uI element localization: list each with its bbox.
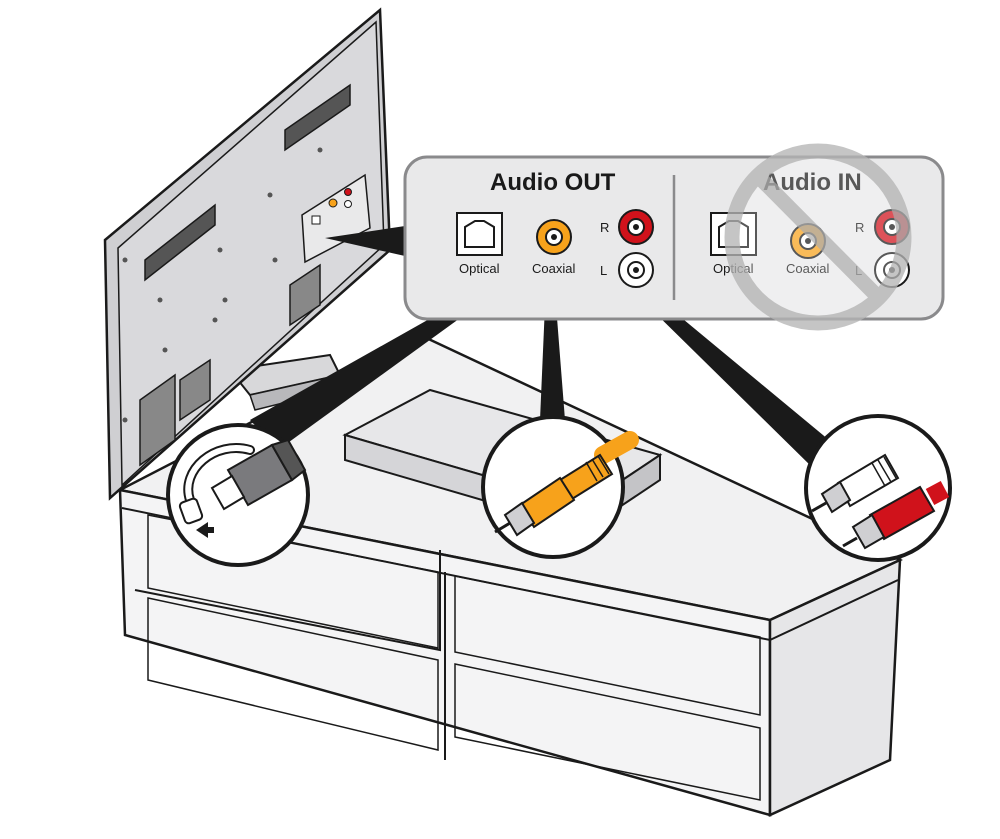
right-label-in: R [855,220,864,235]
coaxial-label-out: Coaxial [532,261,575,276]
coaxial-port-out [536,219,572,255]
tv-back [103,7,392,501]
left-label-out: L [600,263,607,278]
connection-panel: Audio OUT Optical Coaxial R L [403,143,945,331]
rca-right-port-out [618,209,654,245]
rca-left-port-out [618,252,654,288]
audio-in-group: Audio IN Optical Coaxial R L [710,143,912,331]
prohibited-icon [724,143,912,331]
coaxial-plug-icon [481,415,639,559]
audio-out-group: Audio OUT Optical Coaxial R L [456,169,654,288]
optical-plug-icon [166,423,310,567]
coaxial-label-in: Coaxial [786,261,829,276]
optical-label-out: Optical [459,261,500,276]
right-label-out: R [600,220,609,235]
callout-pointer [325,226,405,256]
rca-plugs-icon [804,414,952,562]
audio-out-title: Audio OUT [490,169,616,196]
optical-port-out [456,212,503,256]
